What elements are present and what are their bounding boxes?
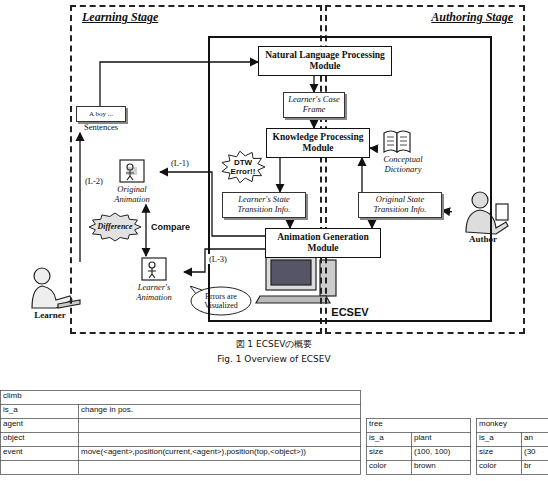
- table-cell: color: [479, 461, 496, 470]
- table-cell: is_a: [479, 433, 494, 442]
- table-cell: size: [479, 447, 493, 456]
- node-text: Learner's State Transition Info.: [225, 195, 303, 215]
- node-text: Sentences: [76, 123, 126, 133]
- learner-figure: [32, 268, 80, 308]
- table-cell: br: [524, 461, 531, 470]
- node-text: Learner: [18, 310, 82, 320]
- connector: [370, 147, 372, 148]
- dictionary-icon: Conceptual Dictionary: [372, 128, 434, 175]
- error-burst: DTW Error!!: [220, 150, 266, 184]
- table-grid: [0, 391, 548, 475]
- node-text: Original State Transition Info.: [361, 195, 439, 215]
- table-cell: size: [369, 447, 383, 456]
- node-text: Author: [452, 234, 514, 244]
- table-cell: change in pos.: [81, 405, 133, 414]
- system-box: ECSEV Natural Language Processing ModuleL…: [208, 36, 492, 322]
- figure-caption: 図 1 ECSEVの概要: [0, 338, 548, 351]
- node-text: Difference: [98, 222, 133, 231]
- author-figure: [466, 192, 508, 234]
- table-cell: plant: [414, 433, 431, 442]
- node-text: Original Animation: [104, 185, 160, 205]
- burst-outline: [89, 213, 141, 241]
- table-cell: an: [524, 433, 533, 442]
- connector: [79, 133, 80, 262]
- connector: [289, 218, 290, 229]
- sentence-document: A boy ...Sentences: [76, 106, 126, 133]
- document-box: Learner's Case Frame: [283, 92, 345, 118]
- edge-label: Compare: [150, 222, 191, 232]
- connector: [184, 249, 265, 272]
- callout-ellipse: [191, 287, 251, 315]
- animation-icon: Learner's Animation: [124, 256, 184, 303]
- table-cell: object: [3, 433, 24, 442]
- connector: [313, 76, 314, 92]
- connector: [313, 118, 314, 129]
- node-text: A boy ...: [76, 106, 126, 122]
- connector: [100, 62, 258, 106]
- connector: [361, 158, 362, 192]
- figure-caption: Fig. 1 Overview of ECSEV: [0, 354, 548, 364]
- table-cell: is_a: [3, 405, 18, 414]
- node-text: Authoring Stage: [431, 10, 513, 25]
- table-cell: event: [3, 447, 23, 456]
- monitor-icon: [142, 258, 166, 280]
- edge-label: (L-1): [170, 158, 190, 168]
- connector: [145, 205, 146, 257]
- document-box: Learner's State Transition Info.: [222, 192, 306, 218]
- connector: [371, 218, 372, 229]
- monitor-icon: [120, 160, 144, 182]
- table-cell: is_a: [369, 433, 384, 442]
- table-cell: move(<agent>,position(current,<agent>),p…: [81, 447, 306, 456]
- edge-label: (L-2): [84, 176, 104, 186]
- node-text: ECSEV: [210, 306, 490, 318]
- table-cell: climb: [3, 391, 22, 400]
- edge-label: (L-3): [208, 254, 228, 264]
- learner-figure: Learner: [18, 262, 82, 320]
- node-text: Errors are Visualized: [198, 292, 244, 310]
- document-box: Original State Transition Info.: [358, 192, 442, 218]
- table-cell: brown: [414, 461, 436, 470]
- node-text: Conceptual Dictionary: [372, 155, 434, 175]
- author-figure: Author: [452, 188, 514, 244]
- table-cell: (100, 100): [414, 447, 450, 456]
- connector: [279, 158, 280, 192]
- callout-bubble: Errors are Visualized: [190, 286, 252, 316]
- node-text: Natural Language Processing Module: [261, 50, 389, 72]
- difference-burst: Difference: [88, 212, 142, 242]
- book-icon: [384, 131, 410, 152]
- table-cell: monkey: [479, 419, 507, 428]
- node-text: Learner's Case Frame: [286, 95, 342, 115]
- node-text: DTW Error!!: [229, 158, 257, 176]
- table-cell: (30: [524, 447, 536, 456]
- process-box: Knowledge Processing Module: [266, 128, 370, 158]
- burst-outline: [222, 151, 265, 183]
- table-cell: agent: [3, 419, 23, 428]
- node-text: Learner's Animation: [124, 283, 184, 303]
- process-box: Animation Generation Module: [265, 228, 381, 258]
- connector: [442, 211, 452, 212]
- node-text: Animation Generation Module: [268, 232, 378, 254]
- animation-icon: Original Animation: [104, 158, 160, 205]
- node-text: Learning Stage: [82, 10, 158, 25]
- table-cell: tree: [369, 419, 383, 428]
- process-box: Natural Language Processing Module: [258, 46, 392, 76]
- computer-icon: [256, 256, 336, 303]
- node-text: Knowledge Processing Module: [269, 132, 367, 154]
- table-cell: color: [369, 461, 386, 470]
